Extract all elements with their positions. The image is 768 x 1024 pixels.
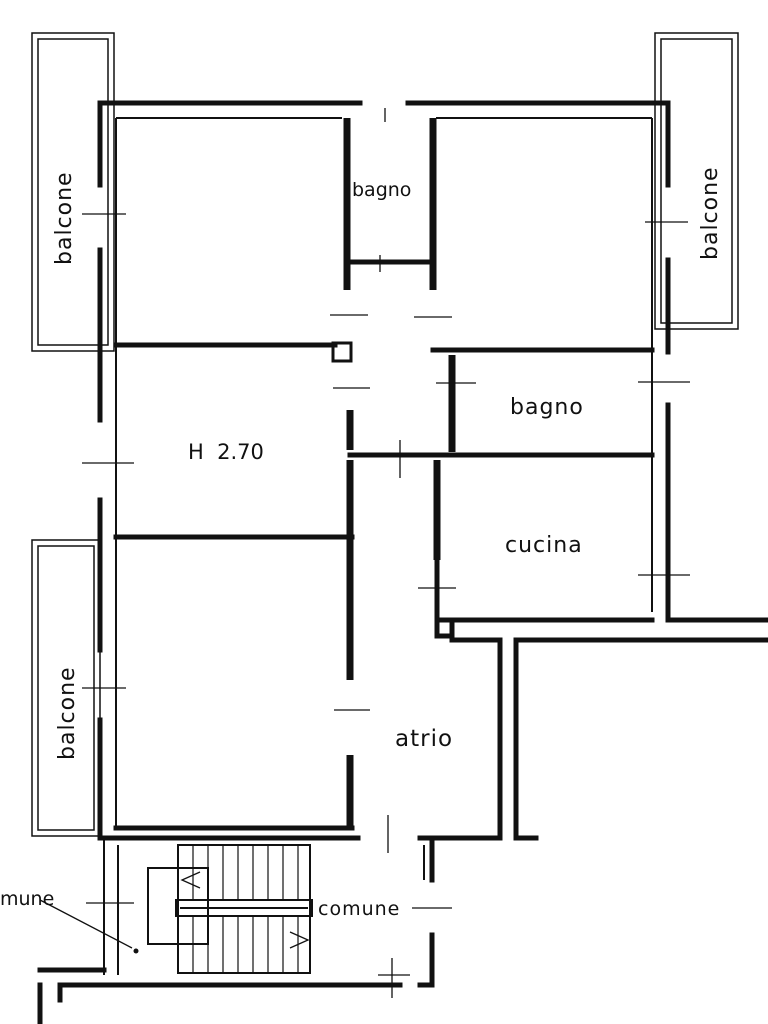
- bagno-top-label: bagno: [352, 179, 411, 201]
- balcony-top-left: [31, 32, 115, 352]
- bagno-right-label: bagno: [510, 395, 584, 420]
- outer-walls: [97, 100, 768, 841]
- comune-label: comune: [318, 898, 400, 920]
- opening-marks: [82, 108, 690, 998]
- cucina-label: cucina: [505, 533, 583, 558]
- balcone-top-left-label: balcone: [52, 171, 77, 265]
- balcone-bottom-left-label: balcone: [55, 666, 80, 760]
- height-label: H 2.70: [188, 440, 264, 464]
- balcony-top-right: [654, 32, 739, 330]
- room-labels: bagno bagno cucina atrio H 2.70 comune m…: [0, 166, 723, 920]
- interior-walls: [113, 118, 655, 831]
- stair-area: [37, 835, 435, 1024]
- balcone-top-right-label: balcone: [698, 166, 723, 260]
- atrio-label: atrio: [395, 726, 453, 752]
- comune-left-label: mune: [0, 888, 54, 910]
